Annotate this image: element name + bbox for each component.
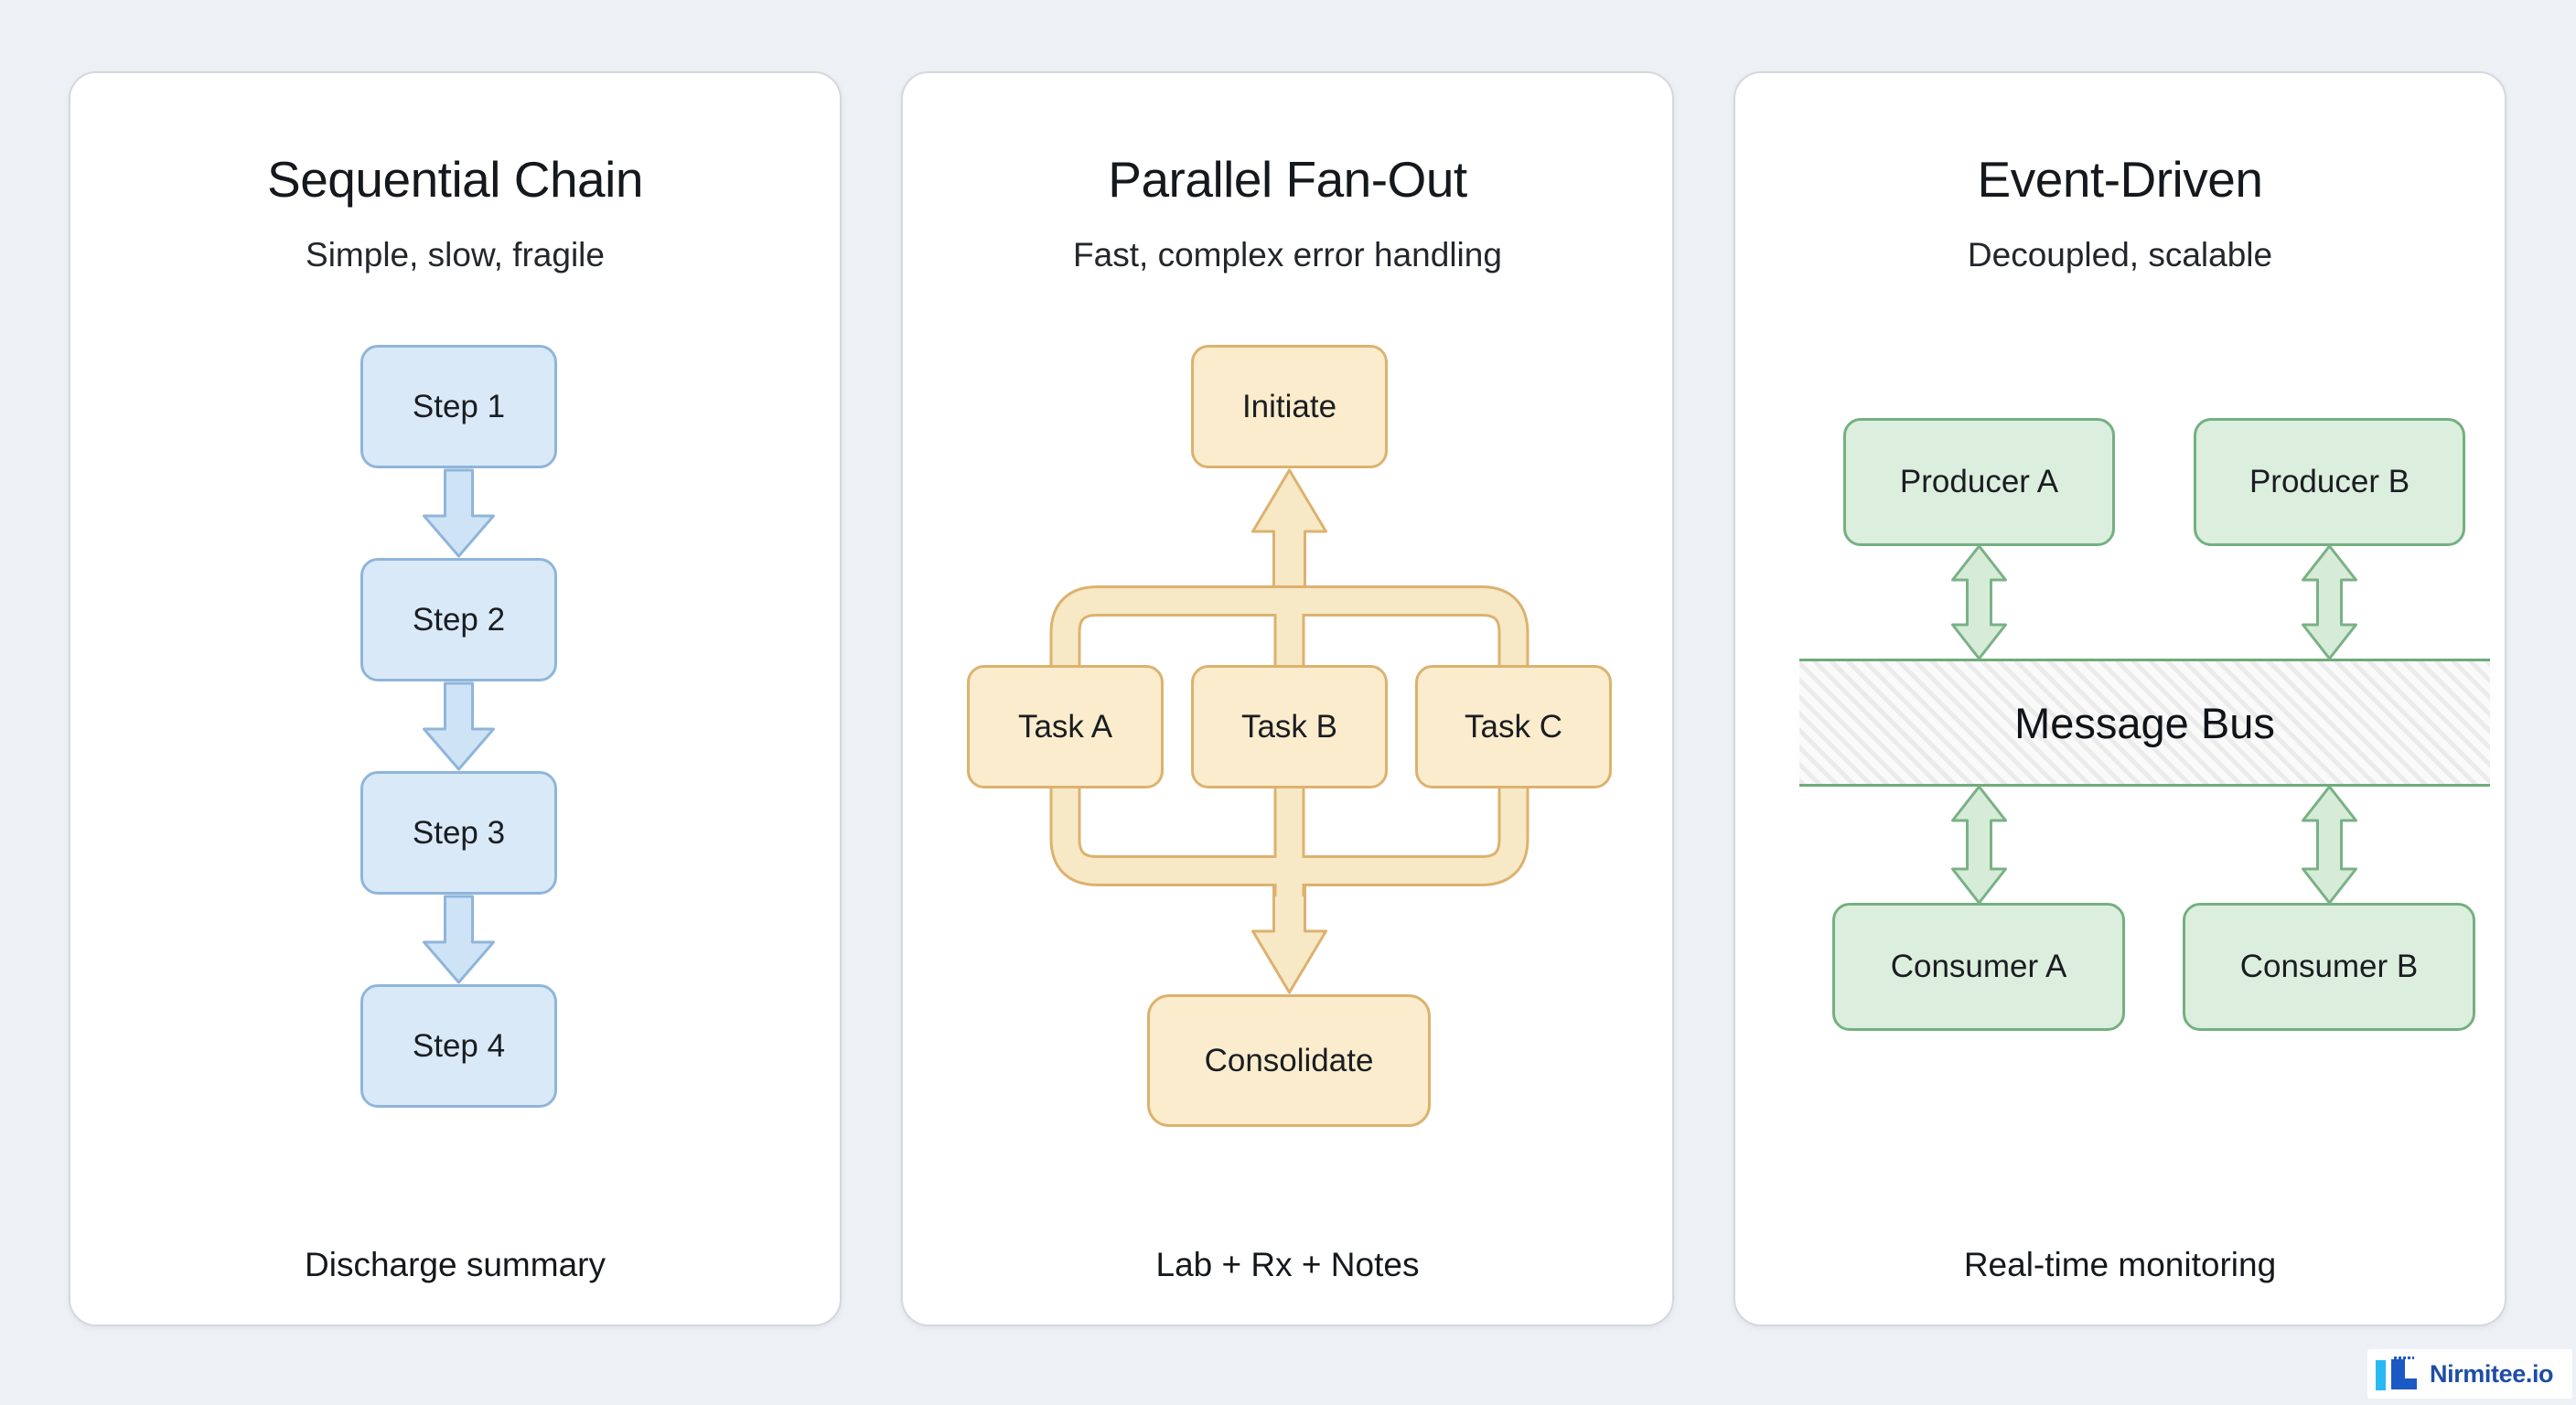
- producer-a-node: Producer A: [1843, 418, 2115, 546]
- logo-cyan-bar: [2376, 1360, 2386, 1390]
- card-subtitle: Decoupled, scalable: [1967, 236, 2273, 273]
- step-3-node: Step 3: [360, 771, 557, 895]
- page-title: Sequential Chain: [267, 151, 643, 208]
- step-2-node: Step 2: [360, 558, 557, 681]
- producer-b-node: Producer B: [2194, 418, 2465, 546]
- down-arrow-icon: [423, 681, 495, 771]
- nirmitee-logo-icon: [2376, 1357, 2420, 1391]
- card-caption: Real-time monitoring: [1963, 1246, 2277, 1283]
- double-arrow-icon: [1951, 785, 2007, 905]
- card-event-driven: Event-Driven Decoupled, scalable Produce…: [1733, 71, 2506, 1326]
- step-4-node: Step 4: [360, 984, 557, 1108]
- up-arrow-icon: [1251, 468, 1327, 606]
- card-parallel-fan-out: Parallel Fan-Out Fast, complex error han…: [901, 71, 1674, 1326]
- down-arrow-icon: [1251, 865, 1327, 994]
- consolidate-node: Consolidate: [1147, 994, 1431, 1127]
- card-caption: Lab + Rx + Notes: [1155, 1246, 1420, 1283]
- initiate-node: Initiate: [1191, 345, 1388, 468]
- step-1-node: Step 1: [360, 345, 557, 468]
- double-arrow-icon: [2302, 785, 2357, 905]
- task-a-node: Task A: [967, 665, 1164, 788]
- card-caption: Discharge summary: [305, 1246, 606, 1283]
- double-arrow-icon: [1951, 544, 2007, 660]
- page-title: Parallel Fan-Out: [1108, 151, 1467, 208]
- page-title: Event-Driven: [1977, 151, 2263, 208]
- down-arrow-icon: [423, 468, 495, 558]
- task-c-node: Task C: [1415, 665, 1612, 788]
- card-sequential-chain: Sequential Chain Simple, slow, fragile S…: [69, 71, 842, 1326]
- message-bus-band: Message Bus: [1799, 659, 2490, 787]
- logo-blue-foot: [2391, 1378, 2417, 1389]
- consumer-a-node: Consumer A: [1832, 903, 2125, 1031]
- logo-dots: [2394, 1357, 2414, 1359]
- brand-name: Nirmitee.io: [2430, 1359, 2554, 1388]
- brand-logo: Nirmitee.io: [2367, 1349, 2572, 1399]
- down-arrow-icon: [423, 895, 495, 984]
- card-subtitle: Simple, slow, fragile: [306, 236, 605, 273]
- message-bus-label: Message Bus: [2014, 698, 2275, 747]
- double-arrow-icon: [2302, 544, 2357, 660]
- card-subtitle: Fast, complex error handling: [1073, 236, 1502, 273]
- consumer-b-node: Consumer B: [2183, 903, 2475, 1031]
- task-b-node: Task B: [1191, 665, 1388, 788]
